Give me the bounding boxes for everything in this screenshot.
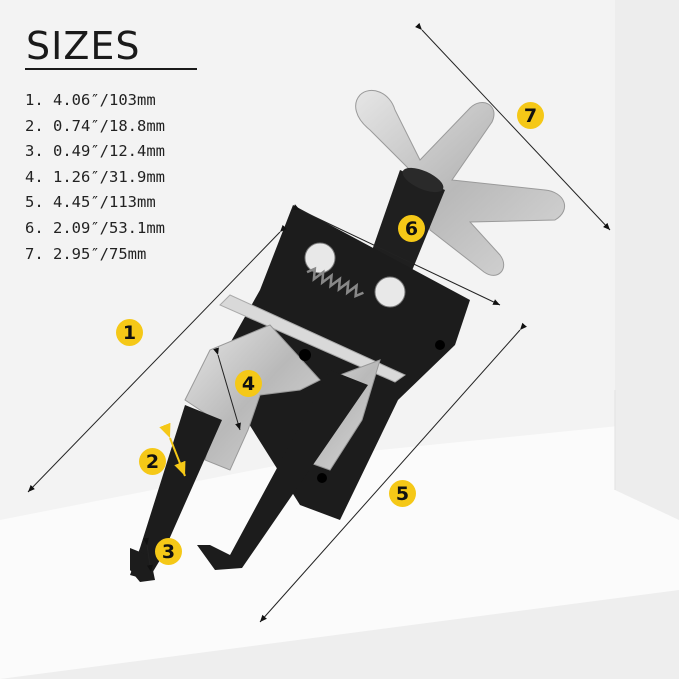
callout-badge-5: 5 <box>389 480 416 507</box>
callout-badge-6: 6 <box>398 215 425 242</box>
title-underline <box>25 68 197 70</box>
callout-badge-2: 2 <box>139 448 166 475</box>
size-item-3: 3. 0.49″/12.4mm <box>25 142 165 161</box>
size-item-4: 4. 1.26″/31.9mm <box>25 167 165 186</box>
callout-badge-7: 7 <box>517 102 544 129</box>
rivet-1 <box>304 242 336 274</box>
size-item-2: 2. 0.74″/18.8mm <box>25 116 165 135</box>
dimension-line-4 <box>213 347 241 431</box>
dimension-line-6 <box>292 204 501 306</box>
dimension-line-7 <box>415 22 611 231</box>
size-item-5: 5. 4.45″/113mm <box>25 193 156 212</box>
dimension-line-5 <box>259 322 527 623</box>
dimension-line-1 <box>27 224 288 493</box>
size-item-1: 1. 4.06″/103mm <box>25 91 156 109</box>
callout-badge-1: 1 <box>116 319 143 346</box>
rivet-2 <box>374 276 406 308</box>
sizes-title: SIZES <box>26 24 141 68</box>
dimension-line-3 <box>143 537 153 573</box>
callout-badge-3: 3 <box>155 538 182 565</box>
callout-badge-4: 4 <box>235 370 262 397</box>
dimension-line-2 <box>159 422 186 477</box>
